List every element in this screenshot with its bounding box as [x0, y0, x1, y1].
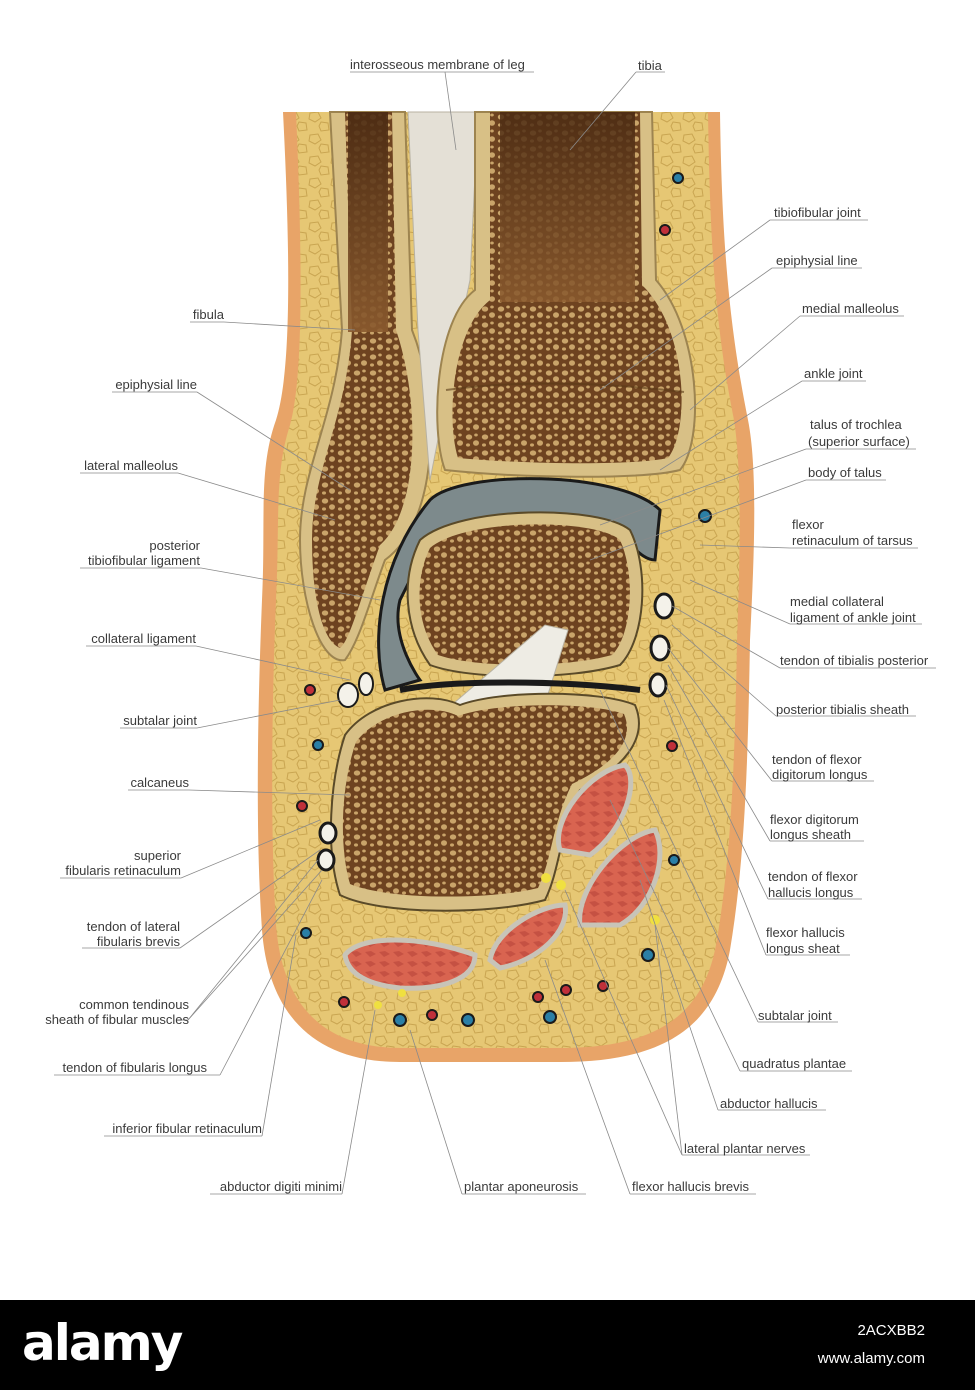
label-flexor-retinaculum-1: flexor	[792, 517, 824, 532]
label-fdl-sheath-1: flexor digitorum	[770, 812, 859, 827]
label-tendon-fibularis-brevis-2: fibularis brevis	[96, 934, 180, 949]
fibular-tendon-1	[318, 821, 338, 845]
label-tendon-fibularis-brevis-1: tendon of lateral	[86, 919, 180, 934]
label-posterior-tibiofibular-1: posterior	[149, 538, 200, 553]
label-fhl-sheath-2: longus sheat	[766, 941, 840, 956]
label-inferior-fibular-retinaculum: inferior fibular retinaculum	[112, 1121, 262, 1136]
label-epiphysial-line-left: epiphysial line	[115, 377, 197, 392]
fdl-tendon	[649, 634, 671, 662]
label-tendon-tibialis-posterior: tendon of tibialis posterior	[780, 653, 929, 668]
label-fibula: fibula	[192, 307, 224, 322]
label-common-sheath-1: common tendinous	[79, 997, 189, 1012]
label-talus-trochlea-1: talus of trochlea	[810, 417, 902, 432]
label-superior-retinaculum-1: superior	[134, 848, 181, 863]
label-tibiofibular-joint: tibiofibular joint	[774, 205, 861, 220]
label-tendon-fhl-1: tendon of flexor	[768, 869, 858, 884]
fibular-tendon-2	[316, 848, 336, 872]
label-tendon-fdl-2: digitorum longus	[772, 767, 868, 782]
label-subtalar-joint-left: subtalar joint	[123, 713, 197, 728]
label-superior-retinaculum-2: fibularis retinaculum	[65, 863, 181, 878]
fhl-tendon	[648, 672, 668, 698]
anatomy-figure: interosseous membrane of leg tibia tibio…	[45, 57, 936, 1195]
flexor-hallucis-brevis-muscle	[487, 902, 569, 971]
label-abductor-digiti-minimi: abductor digiti minimi	[219, 1179, 342, 1194]
label-flexor-retinaculum-2: retinaculum of tarsus	[792, 533, 913, 548]
tibialis-posterior-tendon	[653, 592, 675, 620]
abductor-digiti-minimi-muscle	[342, 937, 478, 991]
watermark-footer: alamy 2ACXBB2 www.alamy.com	[0, 1300, 975, 1390]
collateral-tendon-1	[337, 682, 359, 708]
label-common-sheath-2: sheath of fibular muscles	[45, 1012, 189, 1027]
ankle-cross-section	[54, 71, 936, 1195]
brand-logo: alamy	[22, 1314, 183, 1372]
image-id: 2ACXBB2	[857, 1322, 925, 1339]
site-url: www.alamy.com	[817, 1350, 925, 1367]
leader-lines	[54, 71, 936, 1195]
label-medial-malleolus: medial malleolus	[802, 301, 899, 316]
label-talus-trochlea-2: (superior surface)	[808, 434, 910, 449]
label-epiphysial-line-right: epiphysial line	[776, 253, 858, 268]
label-flexor-hallucis-brevis: flexor hallucis brevis	[632, 1179, 750, 1194]
label-medial-collateral-1: medial collateral	[790, 594, 884, 609]
label-ankle-joint: ankle joint	[804, 366, 863, 381]
label-abductor-hallucis: abductor hallucis	[720, 1096, 818, 1111]
label-lateral-plantar-nerves: lateral plantar nerves	[684, 1141, 806, 1156]
label-posterior-tibiofibular-2: tibiofibular ligament	[87, 553, 200, 568]
label-tendon-fibularis-longus: tendon of fibularis longus	[62, 1060, 207, 1075]
label-subtalar-joint-right: subtalar joint	[758, 1008, 832, 1023]
label-interosseous-membrane: interosseous membrane of leg	[350, 57, 525, 72]
label-quadratus-plantae: quadratus plantae	[742, 1056, 847, 1071]
label-collateral-ligament: collateral ligament	[91, 631, 196, 646]
label-lateral-malleolus: lateral malleolus	[84, 458, 178, 473]
label-tendon-fhl-2: hallucis longus	[768, 885, 854, 900]
label-plantar-aponeurosis: plantar aponeurosis	[464, 1179, 579, 1194]
label-tibia: tibia	[638, 58, 662, 73]
label-fhl-sheath-1: flexor hallucis	[766, 925, 845, 940]
label-posterior-tibialis-sheath: posterior tibialis sheath	[776, 702, 909, 717]
collateral-tendon-2	[358, 672, 374, 696]
quadratus-plantae-muscle	[556, 762, 634, 858]
label-body-of-talus: body of talus	[808, 465, 882, 480]
label-fdl-sheath-2: longus sheath	[770, 827, 851, 842]
abductor-hallucis-muscle	[577, 827, 663, 928]
label-medial-collateral-2: ligament of ankle joint	[790, 610, 916, 625]
label-tendon-fdl-1: tendon of flexor	[772, 752, 862, 767]
label-calcaneus: calcaneus	[130, 775, 189, 790]
